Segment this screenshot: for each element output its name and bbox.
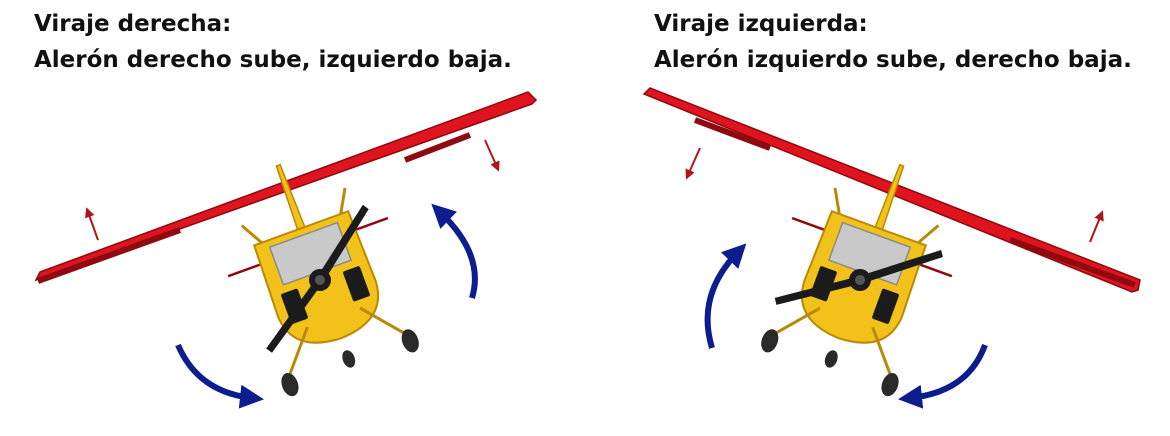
roll-arrow-up-right (431, 203, 478, 299)
roll-arrow-down-left (175, 343, 264, 409)
left-turn-title: Viraje izquierda: (654, 11, 868, 37)
right-turn-description: Alerón derecho sube, izquierdo baja. (34, 47, 512, 73)
aileron-up-arrow-right (1089, 210, 1104, 243)
aileron-right-up (403, 132, 472, 163)
aileron-down-arrow (484, 139, 500, 172)
aileron-left-down (36, 227, 182, 284)
aileron-left-up (693, 117, 772, 151)
aileron-up-arrow (84, 207, 99, 241)
roll-arrow-up-left (704, 243, 747, 349)
left-turn-description: Alerón izquierdo sube, derecho baja. (654, 47, 1132, 73)
aileron-right-down (1008, 237, 1137, 288)
airplane-right-turn (34, 91, 538, 409)
right-turn-caption: Viraje derecha: Alerón derecho sube, izq… (34, 6, 512, 78)
left-turn-caption: Viraje izquierda: Alerón izquierdo sube,… (654, 6, 1132, 78)
airplane-left-turn (642, 87, 1141, 409)
right-turn-title: Viraje derecha: (34, 11, 232, 37)
aileron-down-arrow-left (685, 147, 701, 180)
roll-arrow-down-right (898, 343, 988, 409)
